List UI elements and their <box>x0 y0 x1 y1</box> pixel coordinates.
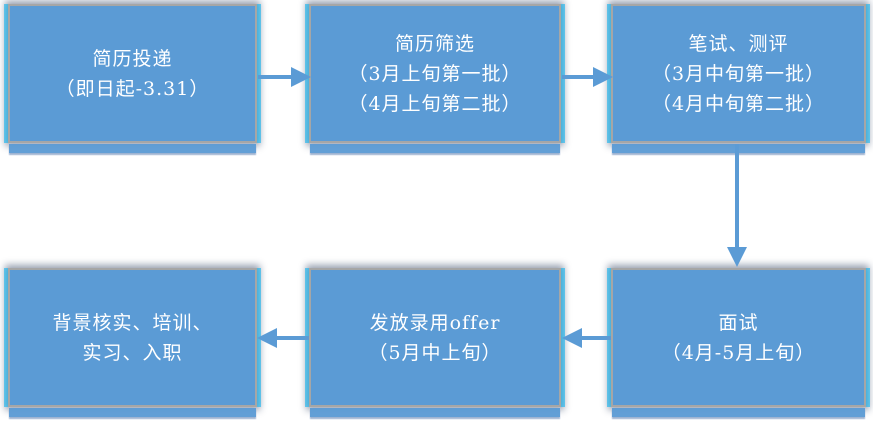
node-text-line: 笔试、测评 <box>688 32 789 55</box>
arrow-down-icon <box>727 247 747 267</box>
node-text-line: 发放录用offer <box>369 311 501 334</box>
arrow-line <box>562 75 595 79</box>
node-text-line: 简历投递 <box>92 47 173 70</box>
node-text-line: （5月中上旬） <box>368 341 502 364</box>
node-text-line: （3月中旬第一批） <box>651 62 826 85</box>
arrow-right-icon <box>593 67 613 87</box>
node-text-line: （即日起-3.31） <box>55 77 210 100</box>
node-resume-submission: 简历投递 （即日起-3.31） <box>8 4 257 153</box>
node-resume-screening: 简历筛选 （3月上旬第一批） （4月上旬第二批） <box>309 4 561 153</box>
node-text-line: 实习、入职 <box>82 341 183 364</box>
node-text-line: 面试 <box>718 311 759 334</box>
node-text-line: 背景核实、培训、 <box>52 311 213 334</box>
arrow-line <box>275 336 309 340</box>
node-text-line: （3月上旬第一批） <box>348 62 522 85</box>
arrow-line <box>580 336 611 340</box>
arrow-left-icon <box>257 328 277 348</box>
node-offer-issuing: 发放录用offer （5月中上旬） <box>309 268 561 417</box>
arrow-right-icon <box>291 67 311 87</box>
node-text-line: （4月中旬第二批） <box>651 92 826 115</box>
node-text-line: （4月-5月上旬） <box>661 341 816 364</box>
arrow-line <box>258 75 293 79</box>
node-text-line: 简历筛选 <box>394 32 475 55</box>
arrow-line <box>735 144 739 249</box>
node-written-test-assessment: 笔试、测评 （3月中旬第一批） （4月中旬第二批） <box>611 4 866 153</box>
node-text-line: （4月上旬第二批） <box>348 92 522 115</box>
node-interview: 面试 （4月-5月上旬） <box>611 268 866 417</box>
arrow-left-icon <box>562 328 582 348</box>
node-onboarding: 背景核实、培训、 实习、入职 <box>8 268 257 417</box>
